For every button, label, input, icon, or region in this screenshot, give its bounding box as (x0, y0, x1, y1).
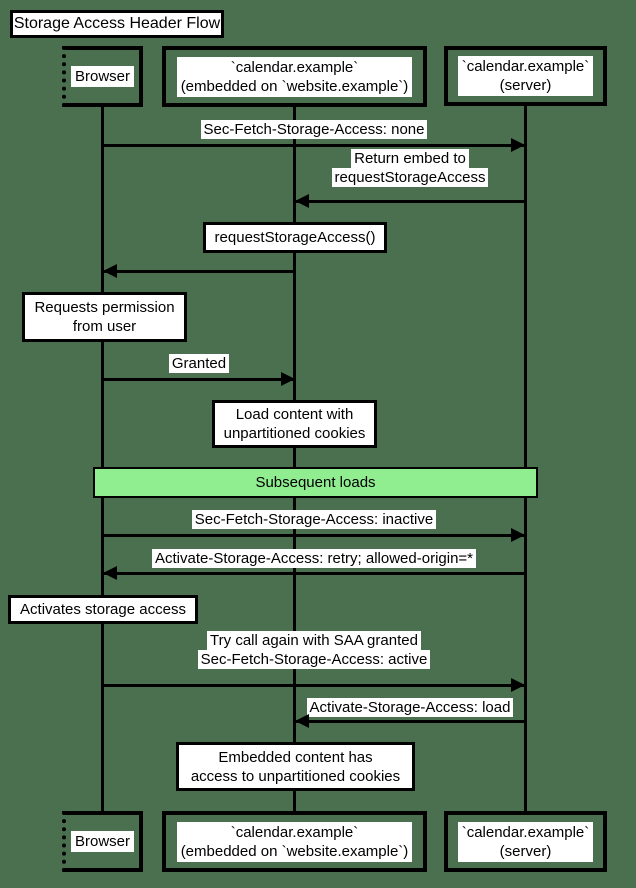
message-text: Activate-Storage-Access: retry; allowed-… (151, 549, 477, 568)
arrowhead-left-icon (103, 566, 117, 580)
message-arrow-activate-retry (103, 572, 525, 575)
lifeline-server (524, 104, 527, 811)
lifeline-embedded (293, 105, 296, 811)
note-text-line1: Requests permission (34, 299, 175, 316)
participant-server-line1: `calendar.example` (461, 58, 590, 75)
participant-browser-top: Browser (62, 46, 143, 107)
divider-subsequent-loads: Subsequent loads (93, 467, 538, 498)
message-label-activate-load: Activate-Storage-Access: load (295, 698, 525, 717)
message-box-request-storage-access: requestStorageAccess() (203, 222, 387, 253)
arrowhead-left-icon (295, 194, 309, 208)
note-text-line1: Embedded content has (218, 748, 373, 766)
message-label-granted: Granted (103, 354, 295, 373)
note-activates-storage-access: Activates storage access (8, 595, 198, 624)
participant-embedded-line1: `calendar.example` (230, 823, 359, 841)
arrowhead-right-icon (511, 678, 525, 692)
message-label-sec-fetch-inactive: Sec-Fetch-Storage-Access: inactive (103, 510, 525, 529)
participant-browser-bottom: Browser (62, 811, 143, 872)
message-arrow-request-storage-access (103, 270, 295, 273)
participant-server-top: `calendar.example` (server) (444, 46, 607, 106)
note-text-line2: from user (72, 318, 137, 335)
participant-embedded-line1: `calendar.example` (230, 58, 359, 76)
arrowhead-right-icon (281, 372, 295, 386)
diagram-title: Storage Access Header Flow (10, 10, 224, 38)
note-text: Activates storage access (20, 601, 186, 618)
message-text: Activate-Storage-Access: load (306, 698, 514, 717)
message-arrow-activate-load (295, 720, 525, 723)
message-text: requestStorageAccess() (214, 229, 376, 246)
arrowhead-right-icon (511, 138, 525, 152)
message-text-line1: Try call again with SAA granted (207, 631, 421, 650)
message-text: Granted (168, 354, 230, 373)
message-arrow-sec-fetch-none (103, 144, 525, 147)
message-arrow-try-again (103, 684, 525, 687)
participant-server-label: `calendar.example` (server) (457, 821, 594, 862)
message-arrow-sec-fetch-inactive (103, 534, 525, 537)
participant-server-line2: (server) (499, 842, 552, 860)
note-load-content: Load content with unpartitioned cookies (212, 400, 377, 448)
arrowhead-left-icon (295, 714, 309, 728)
message-arrow-granted (103, 378, 295, 381)
participant-embedded-label: `calendar.example` (embedded on `website… (176, 821, 413, 862)
note-text-line2: access to unpartitioned cookies (190, 767, 401, 785)
lifeline-browser (101, 105, 104, 811)
participant-embedded-line2: (embedded on `website.example`) (180, 842, 409, 860)
participant-embedded-line2: (embedded on `website.example`) (180, 77, 409, 95)
message-text-line1: Return embed to (351, 149, 469, 168)
participant-browser-label: Browser (70, 831, 134, 852)
arrowhead-left-icon (103, 264, 117, 278)
participant-server-label: `calendar.example` (server) (457, 56, 594, 96)
note-text-line2: unpartitioned cookies (223, 425, 366, 442)
arrowhead-right-icon (511, 528, 525, 542)
message-label-sec-fetch-none: Sec-Fetch-Storage-Access: none (103, 120, 525, 139)
participant-browser-label: Browser (70, 66, 134, 87)
message-text-line2: Sec-Fetch-Storage-Access: active (197, 650, 431, 669)
note-requests-permission: Requests permission from user (22, 292, 187, 342)
message-label-activate-retry: Activate-Storage-Access: retry; allowed-… (103, 549, 525, 568)
divider-label: Subsequent loads (255, 474, 376, 491)
message-label-return-embed: Return embed to requestStorageAccess (295, 149, 525, 187)
participant-server-bottom: `calendar.example` (server) (444, 811, 607, 872)
participant-embedded-bottom: `calendar.example` (embedded on `website… (162, 811, 427, 872)
participant-embedded-label: `calendar.example` (embedded on `website… (176, 56, 413, 97)
participant-server-line2: (server) (499, 77, 552, 94)
message-text: Sec-Fetch-Storage-Access: none (200, 120, 428, 139)
participant-embedded-top: `calendar.example` (embedded on `website… (162, 46, 427, 107)
note-embedded-access: Embedded content has access to unpartiti… (176, 742, 415, 791)
message-arrow-return-embed (295, 200, 525, 203)
note-text-line1: Load content with (235, 406, 354, 423)
message-label-try-again: Try call again with SAA granted Sec-Fetc… (103, 631, 525, 669)
message-text-line2: requestStorageAccess (331, 168, 489, 187)
message-text: Sec-Fetch-Storage-Access: inactive (191, 510, 437, 529)
participant-server-line1: `calendar.example` (461, 823, 590, 841)
